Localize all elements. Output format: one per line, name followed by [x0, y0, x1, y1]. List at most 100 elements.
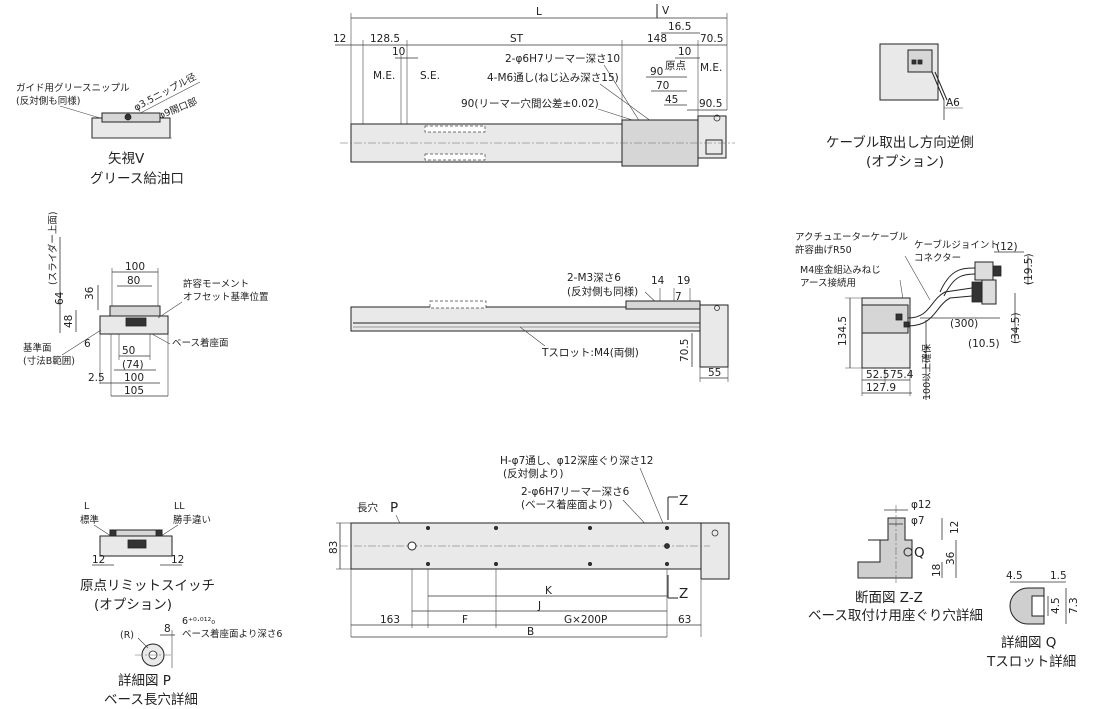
q-dim-1-5: 1.5 [1050, 570, 1067, 582]
dim-45: 45 [665, 94, 678, 106]
zz-dim-36: 36 [945, 551, 957, 565]
section-view: 100 80 64 (スライダー上面) 36 48 6 50 (74) 2.5 … [23, 211, 269, 397]
ls-dim-12-right: 12 [171, 554, 184, 566]
p-marker: P [390, 500, 398, 516]
dim-90-5: 90.5 [699, 98, 722, 110]
origin-label: 原点 [665, 60, 686, 72]
ls-reverse: 勝手違い [173, 514, 211, 526]
note-reamer-holes: 2-φ6H7リーマー深さ10 [505, 53, 620, 65]
dim-74: (74) [122, 359, 144, 371]
dim-10-left: 10 [392, 46, 405, 58]
slider-top-label: (スライダー上面) [47, 211, 59, 285]
dim-10-right: 10 [678, 46, 691, 58]
detail-p-title: 詳細図 P [118, 673, 171, 689]
dim-75-4: 75.4 [890, 369, 914, 381]
dim-10-5: (10.5) [968, 338, 1000, 350]
dim-J: J [537, 600, 541, 612]
ls-standard: 標準 [80, 514, 100, 526]
motor-side [699, 304, 729, 368]
bottom-view: H-φ7通し、φ12深座ぐり深さ12 (反対側より) 2-φ6H7リーマー深さ6… [328, 454, 730, 638]
dim-50: 50 [122, 345, 135, 357]
ls-L: L [84, 501, 90, 512]
hole-note-1: H-φ7通し、φ12深座ぐり深さ12 [500, 454, 653, 467]
me-right: M.E. [700, 62, 722, 74]
dim-70-5-side: 70.5 [679, 339, 691, 362]
dim-300: (300) [950, 318, 978, 330]
cable-reverse-title: ケーブル取出し方向逆側 [826, 134, 974, 151]
zz-subtitle: ベース取付け用座ぐり穴詳細 [808, 608, 983, 624]
dim-6: 6 [84, 338, 91, 350]
cable-side-view: アクチュエーターケーブル 許容曲げR50 ケーブルジョイント コネクター M4座… [795, 231, 1035, 400]
detail-q: 4.5 1.5 4.5 7.3 詳細図 Q Tスロット詳細 [986, 570, 1080, 670]
slider-side [625, 300, 701, 310]
joint-note-1: ケーブルジョイント [914, 239, 999, 251]
dim-G: G×200P [564, 614, 607, 626]
ls-title: 原点リミットスイッチ [80, 578, 215, 594]
note-reamer-pitch: 90(リーマー穴間公差±0.02) [461, 97, 599, 110]
m4-note-2: アース接続用 [800, 277, 856, 289]
dim-128-5: 128.5 [370, 33, 400, 45]
limit-switch-option: L 標準 LL 勝手違い 12 12 原点リミットスイッチ (オプション) [80, 501, 215, 613]
ref-face-note-1: 基準面 [23, 342, 52, 354]
zz-profile [857, 517, 913, 579]
moment-note-1: 許容モーメント [183, 278, 249, 290]
dim-148: 148 [647, 33, 667, 45]
detail-q-subtitle: Tスロット詳細 [986, 654, 1076, 670]
a6-label: A6 [946, 97, 960, 109]
detail-p: 6⁺⁰·⁰¹²₀ ベース着座面より深さ6 (R) 8 詳細図 P ベース長穴詳細 [104, 616, 282, 708]
detail-p-subtitle: ベース長穴詳細 [104, 692, 198, 708]
actuator-side-body [350, 306, 702, 332]
ls-dim-12-left: 12 [92, 554, 105, 566]
ls-subtitle: (オプション) [94, 597, 172, 613]
zz-title: 断面図 Z-Z [855, 590, 923, 606]
dim-105: 105 [124, 385, 144, 397]
dim-64: 64 [54, 291, 66, 305]
p-depth: ベース着座面より深さ6 [182, 628, 282, 640]
view-v-title: 矢視V [108, 151, 145, 167]
grease-note-2: (反対側も同様) [16, 95, 80, 107]
me-left: M.E. [373, 70, 395, 82]
view-V-marker: V [662, 5, 670, 17]
dim-48: 48 [63, 315, 75, 328]
z-marker-bottom: Z [679, 586, 688, 602]
dim-K: K [545, 585, 553, 597]
zz-dia-12: φ12 [911, 499, 931, 511]
base-face-note: ベース着座面 [172, 337, 229, 349]
q-dim-4-5-side: 4.5 [1050, 597, 1062, 614]
reamer-note-2: (ベース着座面より) [521, 498, 612, 511]
zz-dim-18: 18 [931, 564, 943, 577]
q-dim-4-5-top: 4.5 [1006, 570, 1023, 582]
top-view: L V 12 128.5 ST 148 16.5 70.5 10 M.E. S.… [333, 4, 735, 167]
hole-note-2: (反対側より) [503, 467, 563, 480]
dim-34-5: (34.5) [1010, 312, 1022, 344]
slot-label: 長穴 [357, 501, 378, 514]
side-view: 2-M3深さ6 (反対側も同様) 14 19 7 55 70.5 Tスロット:M… [350, 272, 729, 382]
zz-dia-7: φ7 [911, 515, 925, 527]
ref-face-note-2: (寸法B範囲) [23, 355, 75, 367]
cable-reverse-subtitle: (オプション) [866, 154, 944, 170]
joint-note-2: コネクター [914, 253, 961, 264]
detail-q-title: 詳細図 Q [1001, 635, 1056, 651]
dim-L: L [536, 6, 542, 18]
view-v: ガイド用グリースニップル (反対側も同様) φ3.5ニップル径 φ9開口部 矢視… [16, 70, 201, 187]
dim-55: 55 [708, 367, 721, 379]
dim-163: 163 [380, 614, 400, 626]
dim-ST: ST [510, 33, 524, 45]
z-marker-top: Z [679, 493, 688, 509]
tslot-note: Tスロット:M4(両側) [541, 346, 639, 359]
view-v-subtitle: グリース給油口 [90, 171, 184, 187]
q-marker: Q [914, 545, 925, 561]
m4-note-1: M4座金組込みねじ [800, 264, 881, 276]
p-tolerance: 6⁺⁰·⁰¹²₀ [182, 616, 215, 627]
dim-63: 63 [678, 614, 691, 626]
actuator-cable-1: アクチュエーターケーブル [795, 231, 908, 243]
dim-90: 90 [650, 66, 663, 78]
motor-bottom [700, 522, 730, 580]
dim-14: 14 [651, 275, 665, 287]
dim-12: 12 [333, 33, 346, 45]
dim-134-5: 134.5 [837, 316, 849, 346]
dim-F: F [462, 614, 468, 626]
dim-100-top: 100 [125, 261, 145, 273]
p-radius: (R) [120, 630, 134, 641]
